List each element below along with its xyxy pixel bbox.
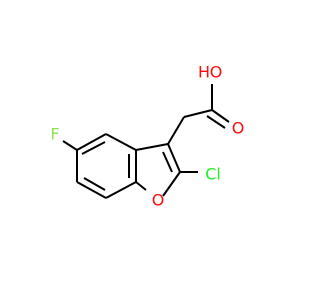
bond-c4-c5 [76, 133, 107, 151]
bond-c3a-c3 [135, 143, 169, 151]
molecule-structure: H O O O F Cl [50, 63, 245, 210]
bond-ch2-cooh [183, 109, 213, 118]
bond-c3a-c4 [105, 133, 137, 151]
bond-c3-c2-inner [162, 151, 173, 173]
hydroxyl-h-label: H [198, 63, 210, 82]
molecule-canvas: H O O O F Cl [50, 63, 245, 210]
hydroxyl-o-label: O [210, 63, 223, 82]
bond-cooh-carbonyl-inner [206, 115, 226, 129]
carbonyl-o-label: O [232, 119, 245, 138]
bond-c2-o1 [162, 171, 181, 197]
chlorine-label: Cl [205, 165, 221, 184]
bond-c6-c7 [76, 181, 107, 199]
bond-c4-c5-inner [81, 141, 106, 155]
bond-c3-ch2 [167, 116, 185, 145]
bond-c7-c7a [105, 181, 137, 199]
bond-cooh-carbonyl [211, 109, 230, 123]
bond-c3-c2 [167, 143, 181, 173]
fluorine-label: F [50, 125, 59, 144]
bond-c5-f [62, 140, 78, 151]
bond-c6-c7-inner [83, 177, 106, 191]
bond-o1-c7a [135, 181, 147, 191]
ring-o-label: O [152, 191, 165, 210]
